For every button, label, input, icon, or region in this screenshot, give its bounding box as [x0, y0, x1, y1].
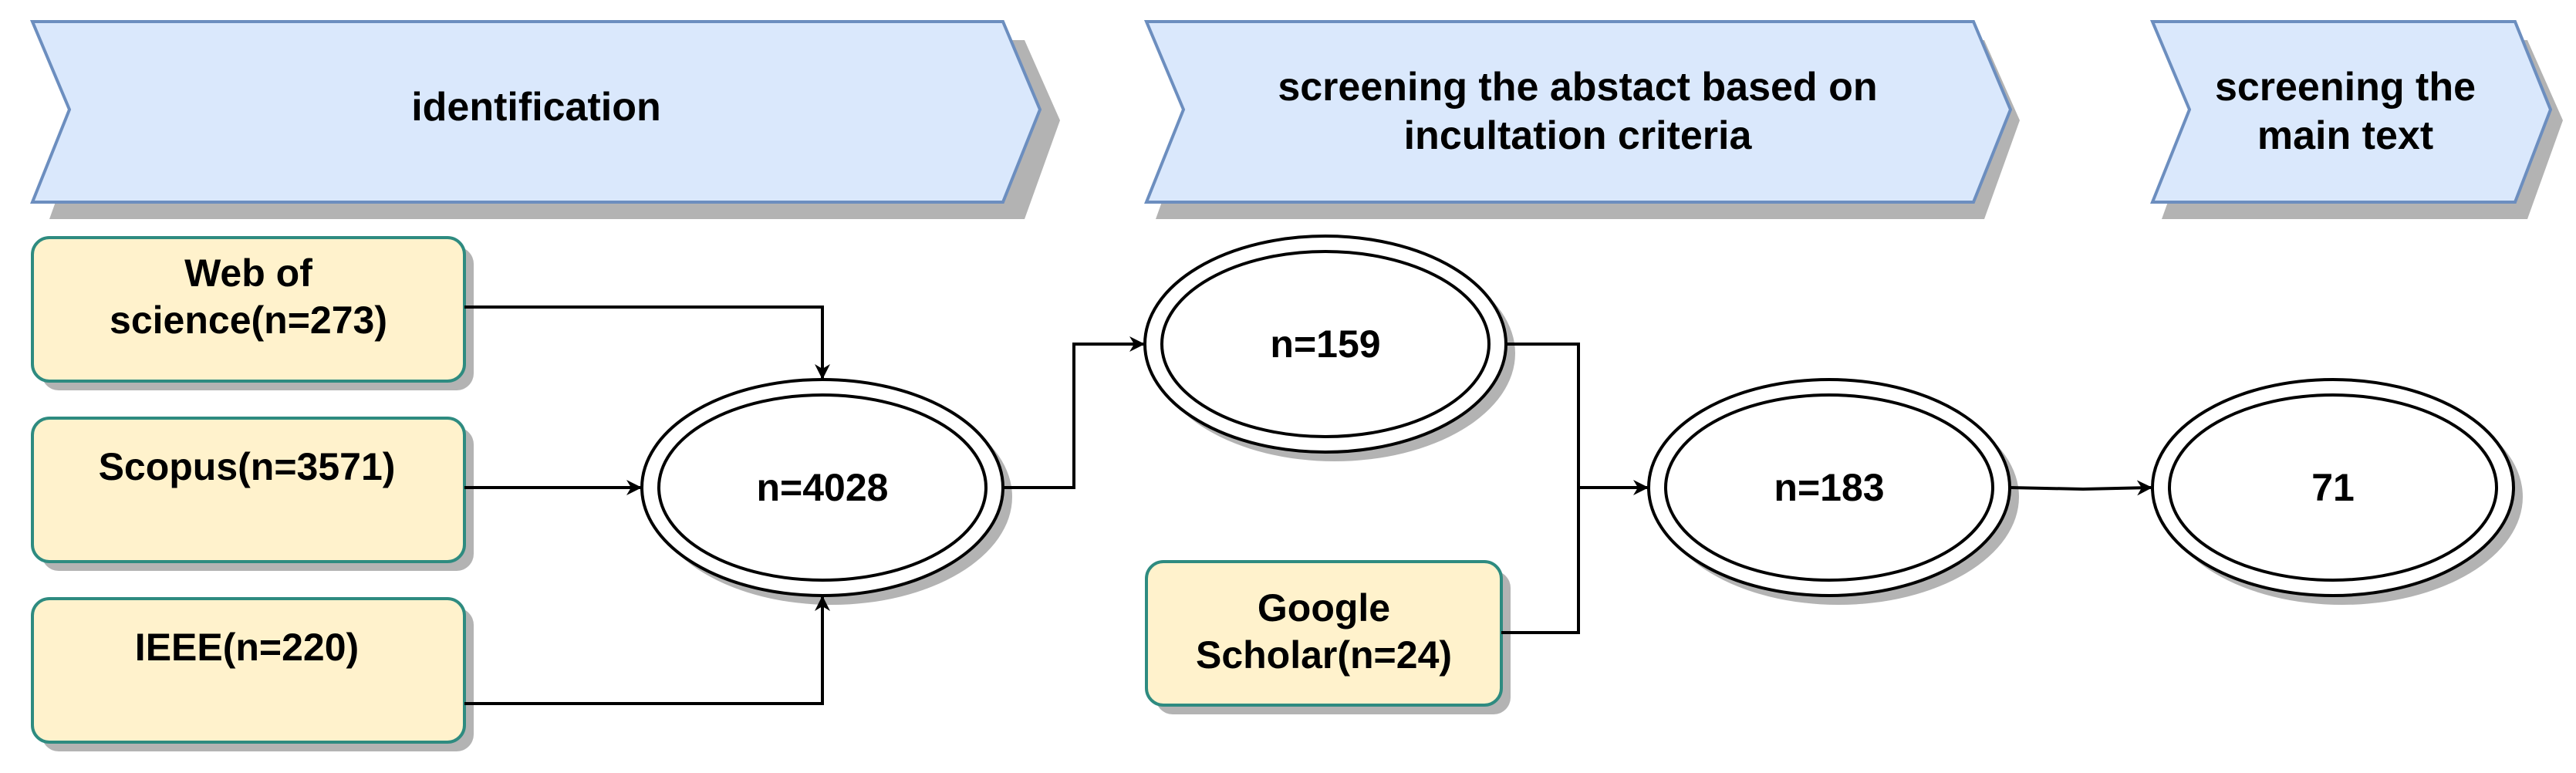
count-ellipse-183 — [1647, 378, 2019, 605]
connector-159-to-merge — [1506, 343, 1580, 488]
connector-google-scholar-to-merge — [1501, 488, 1580, 634]
connector-4028-to-159 — [1003, 336, 1145, 489]
count-ellipse-4028 — [640, 378, 1012, 605]
header-chevron-abstract-screening — [1143, 20, 2020, 219]
header-chevron-identification — [29, 20, 1060, 219]
count-ellipse-159 — [1143, 235, 1515, 461]
count-ellipse-71 — [2151, 378, 2523, 605]
connector-ieee-to-4028 — [464, 596, 830, 705]
connector-web-of-science-to-4028 — [464, 305, 830, 380]
source-box-web-of-science — [31, 236, 474, 390]
connector-183-to-71 — [2009, 480, 2152, 496]
source-box-ieee — [31, 597, 474, 751]
header-chevron-main-text-screening — [2149, 20, 2563, 219]
source-box-scopus — [31, 417, 474, 571]
source-box-google-scholar — [1145, 560, 1511, 714]
